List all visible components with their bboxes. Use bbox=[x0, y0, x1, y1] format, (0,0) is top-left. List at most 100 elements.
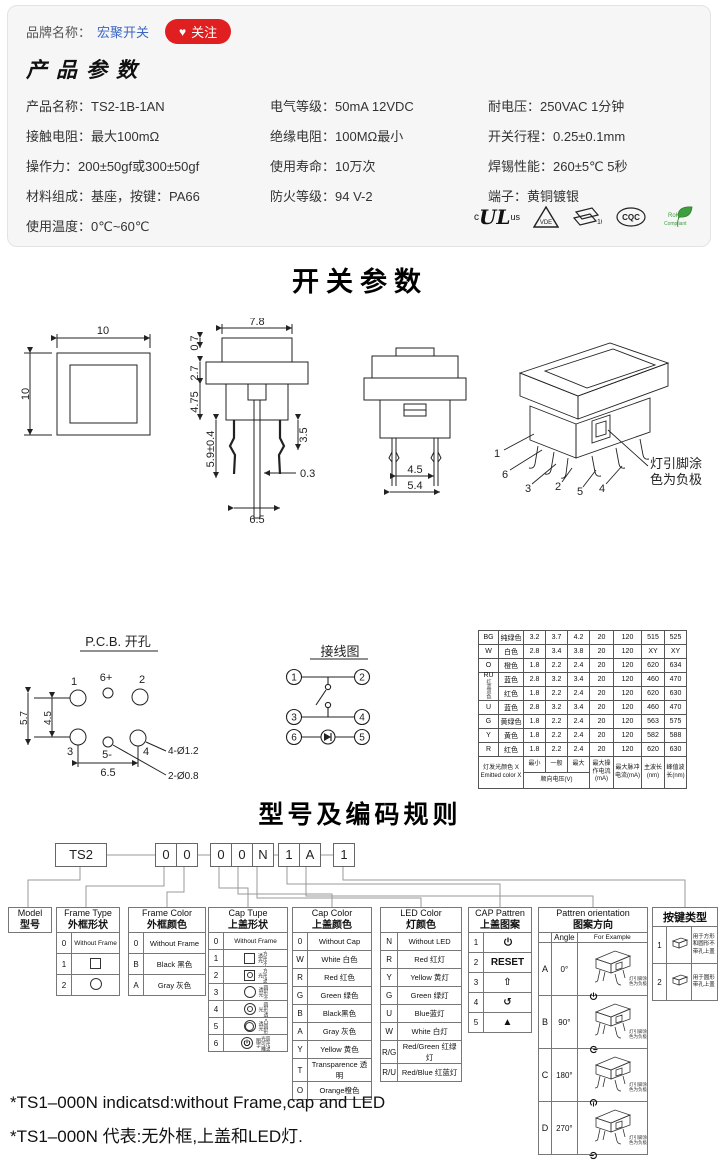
keycap-icon bbox=[671, 974, 689, 986]
power-icon bbox=[503, 937, 512, 946]
svg-text:1: 1 bbox=[494, 448, 500, 460]
svg-text:VDE: VDE bbox=[540, 220, 552, 226]
svg-text:2: 2 bbox=[555, 481, 561, 493]
param-row: 材料组成：基座，按键：PA66 bbox=[26, 189, 200, 204]
param-row: 使用寿命：10万次 bbox=[270, 159, 376, 174]
svg-text:5: 5 bbox=[577, 486, 583, 498]
circle-power-icon bbox=[241, 1037, 253, 1050]
svg-text:1: 1 bbox=[71, 676, 77, 688]
svg-text:接线图: 接线图 bbox=[320, 644, 359, 659]
svg-text:2-Ø0.8: 2-Ø0.8 bbox=[168, 771, 199, 782]
drawing-isometric-view bbox=[503, 342, 670, 488]
svg-text:3: 3 bbox=[525, 483, 531, 495]
svg-text:P.C.B. 开孔: P.C.B. 开孔 bbox=[85, 634, 151, 649]
follow-button-label: 关注 bbox=[191, 25, 218, 40]
svg-text:10: 10 bbox=[20, 388, 32, 400]
svg-text:4: 4 bbox=[359, 713, 365, 724]
table-row: 3⇧ bbox=[468, 972, 532, 994]
param-row: 产品名称：TS2-1B-1AN bbox=[26, 99, 165, 114]
follow-button[interactable]: ♥ 关注 bbox=[165, 19, 232, 44]
svg-text:6.5: 6.5 bbox=[100, 767, 115, 779]
svg-text:5.9±0.4: 5.9±0.4 bbox=[205, 431, 217, 468]
square-icon bbox=[90, 957, 101, 969]
svg-text:1: 1 bbox=[291, 673, 297, 684]
circle-dot-icon bbox=[243, 1003, 256, 1016]
drawing-front-view bbox=[363, 347, 467, 495]
circle-ring-icon bbox=[243, 1020, 256, 1033]
code-box-model: TS2 bbox=[55, 843, 107, 867]
svg-text:5-: 5- bbox=[102, 749, 112, 761]
drawing-top-view bbox=[24, 334, 151, 436]
svg-text:4.5: 4.5 bbox=[407, 464, 422, 476]
svg-text:10: 10 bbox=[597, 219, 602, 226]
square-dot-icon bbox=[244, 969, 255, 981]
square-icon bbox=[244, 952, 255, 964]
switch-example-image bbox=[579, 1103, 645, 1160]
svg-text:灯引脚涂: 灯引脚涂 bbox=[650, 456, 702, 471]
param-row: 防火等级：94 V-2 bbox=[270, 189, 373, 204]
svg-text:4.5: 4.5 bbox=[43, 711, 54, 725]
heart-icon: ♥ bbox=[179, 24, 187, 39]
brand-name-link[interactable]: 宏聚开关 bbox=[97, 25, 150, 40]
svg-text:RoHS: RoHS bbox=[668, 213, 684, 219]
svg-text:6+: 6+ bbox=[100, 672, 113, 684]
brand-row: 品牌名称： 宏聚开关 ♥ 关注 bbox=[26, 19, 232, 44]
power-icon bbox=[589, 1152, 597, 1160]
svg-text:3.5: 3.5 bbox=[298, 427, 310, 442]
param-row: 操作力：200±50gf或300±50gf bbox=[26, 159, 200, 174]
svg-text:2.7: 2.7 bbox=[189, 365, 201, 380]
switch-example-image bbox=[579, 997, 645, 1054]
svg-text:Compliant: Compliant bbox=[664, 221, 687, 227]
svg-text:2: 2 bbox=[139, 674, 145, 686]
svg-text:10: 10 bbox=[97, 325, 109, 337]
svg-text:4: 4 bbox=[143, 746, 149, 758]
param-row: 绝缘电阻：100MΩ最小 bbox=[270, 129, 404, 144]
led-table-footer-row: 顺向电压(V) bbox=[479, 772, 687, 789]
keycap-icon bbox=[671, 937, 689, 949]
svg-text:4: 4 bbox=[599, 483, 605, 495]
brand-label: 品牌名称： bbox=[26, 25, 92, 40]
svg-text:6: 6 bbox=[502, 469, 508, 481]
coding-rules-title: 型号及编码规则 bbox=[258, 801, 462, 829]
